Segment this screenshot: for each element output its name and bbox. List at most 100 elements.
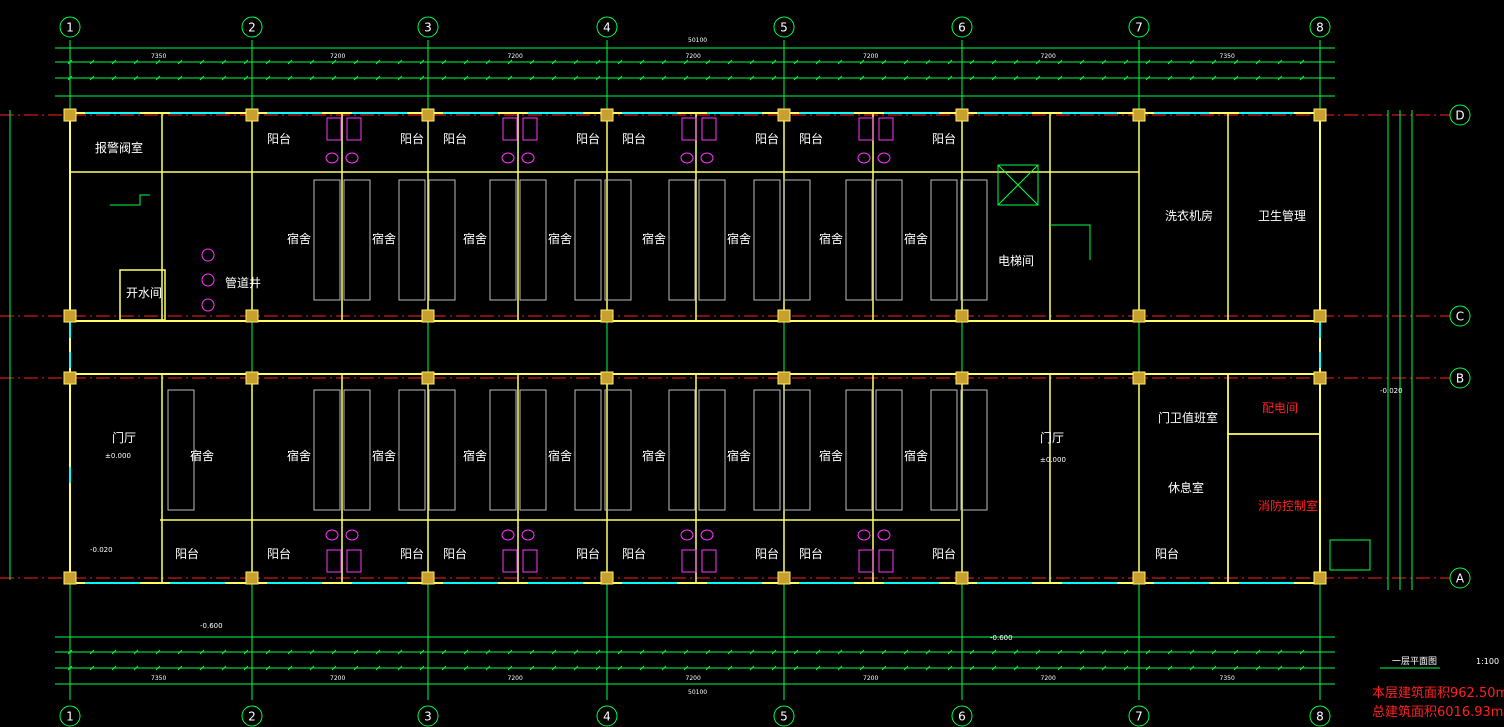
column (421, 371, 435, 385)
toilet (701, 549, 717, 573)
axis-bubble-label: 2 (248, 21, 256, 35)
tick (1057, 665, 1063, 671)
tick (1233, 665, 1239, 671)
tick (529, 59, 535, 65)
toilet (326, 549, 342, 573)
tick (947, 75, 953, 81)
column (955, 371, 969, 385)
sink (857, 529, 871, 541)
tick (1079, 649, 1085, 655)
tick (441, 59, 447, 65)
label-balcony: 阳台 (443, 546, 467, 561)
tick (1145, 665, 1151, 671)
sink (857, 152, 871, 164)
tick (1167, 649, 1173, 655)
tick (727, 665, 733, 671)
tick (177, 649, 183, 655)
toilet (502, 117, 518, 141)
svg-text:±0.000: ±0.000 (105, 452, 131, 460)
tick (331, 59, 337, 65)
tick (243, 649, 249, 655)
tick (1101, 649, 1107, 655)
label-balcony: 阳台 (175, 546, 199, 561)
tick (155, 75, 161, 81)
column (245, 571, 259, 585)
tick (925, 59, 931, 65)
label-dormitory: 宿舍 (548, 448, 572, 463)
column (1313, 309, 1327, 323)
tick (331, 649, 337, 655)
toilet (522, 117, 538, 141)
label-balcony: 阳台 (267, 546, 291, 561)
tick (639, 59, 645, 65)
label-balcony: 阳台 (400, 131, 424, 146)
tick (375, 649, 381, 655)
tick (67, 75, 73, 81)
bed (519, 389, 547, 511)
tick (771, 649, 777, 655)
label-dormitory: 宿舍 (904, 448, 928, 463)
tick (1035, 665, 1041, 671)
tick (67, 649, 73, 655)
tick (441, 75, 447, 81)
tick (1145, 75, 1151, 81)
column (421, 309, 435, 323)
tick (243, 75, 249, 81)
tick (221, 649, 227, 655)
tick (397, 649, 403, 655)
tick (661, 649, 667, 655)
tick (1211, 59, 1217, 65)
tick (485, 665, 491, 671)
tick (133, 59, 139, 65)
sink (201, 248, 215, 262)
vertical-axis-lines (69, 40, 1321, 700)
tick (683, 665, 689, 671)
axis-bubble-label: 8 (1316, 21, 1324, 35)
column (600, 371, 614, 385)
label-balcony: 阳台 (799, 131, 823, 146)
tick (793, 665, 799, 671)
tick (1013, 75, 1019, 81)
label-dormitory: 宿舍 (287, 448, 311, 463)
tick (617, 665, 623, 671)
tick (1277, 59, 1283, 65)
tick (221, 665, 227, 671)
tick (353, 665, 359, 671)
tick (551, 75, 557, 81)
svg-text:±0.000: ±0.000 (1040, 456, 1066, 464)
tick (507, 75, 513, 81)
axis-bubble-D (1449, 104, 1471, 126)
tick (1255, 75, 1261, 81)
bed (519, 179, 547, 301)
label-balcony: 阳台 (622, 131, 646, 146)
tick (837, 75, 843, 81)
axis-bubble-label: C (1456, 310, 1464, 324)
tick (815, 665, 821, 671)
label-dormitory: 宿舍 (819, 448, 843, 463)
sink (345, 529, 359, 541)
tick (419, 75, 425, 81)
tick (463, 649, 469, 655)
tick (815, 59, 821, 65)
tick (991, 665, 997, 671)
axis-bubble-A (1449, 567, 1471, 589)
windows (69, 112, 1321, 584)
tick (89, 59, 95, 65)
label-balcony: 阳台 (755, 131, 779, 146)
floor-area: 本层建筑面积962.50m2 (1372, 685, 1504, 701)
tick (969, 665, 975, 671)
axis-bubble-label: 4 (603, 21, 611, 35)
tick (727, 649, 733, 655)
tick (287, 649, 293, 655)
tick (859, 649, 865, 655)
sink (201, 273, 215, 287)
svg-text:50100: 50100 (688, 689, 707, 696)
tick (309, 649, 315, 655)
bed (489, 179, 517, 301)
tick (243, 665, 249, 671)
dormitory-labels: 宿舍宿舍宿舍宿舍阳台阳台阳台阳台宿舍宿舍宿舍宿舍阳台阳台阳台阳台宿舍宿舍宿舍宿舍… (175, 131, 1179, 561)
axis-bubble-7 (1128, 16, 1150, 38)
axis-bubble-label: 1 (66, 710, 74, 724)
tick (881, 59, 887, 65)
sink (325, 152, 339, 164)
